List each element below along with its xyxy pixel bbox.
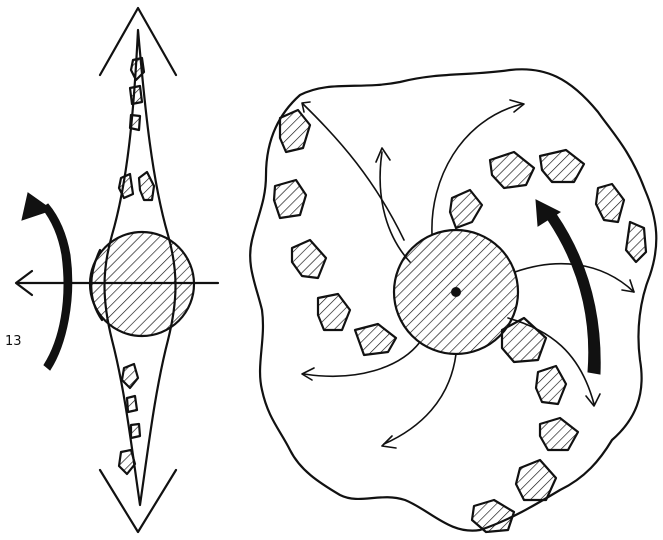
clump [318, 294, 350, 330]
arrow-head-icon [376, 148, 390, 162]
clump [355, 324, 396, 355]
clump [516, 460, 556, 500]
clump [139, 172, 154, 200]
face-on-view [250, 69, 656, 532]
clump [130, 115, 140, 130]
clump [450, 190, 482, 228]
edge-on-view: 13 [5, 8, 218, 532]
clump [292, 240, 326, 278]
down-arrow-icon [100, 470, 176, 532]
clump [626, 222, 646, 262]
clump [596, 184, 624, 222]
clump [490, 152, 534, 188]
clump [274, 180, 306, 218]
spiral-arrow [303, 104, 404, 240]
clump [280, 110, 310, 152]
spiral-arrow [384, 354, 456, 444]
clump [119, 174, 133, 198]
clump [119, 450, 135, 474]
clump [536, 366, 566, 404]
clump [472, 500, 514, 532]
rotation-arrow [42, 204, 72, 370]
clump [540, 418, 578, 450]
rotation-arrow [548, 214, 600, 374]
spiral-arrow [380, 152, 410, 262]
clump [130, 86, 142, 104]
clump [131, 424, 140, 438]
center-dot [451, 287, 461, 297]
clump [540, 150, 584, 182]
figure-label: 13 [5, 334, 22, 349]
clump [122, 364, 138, 388]
clump [127, 396, 137, 412]
